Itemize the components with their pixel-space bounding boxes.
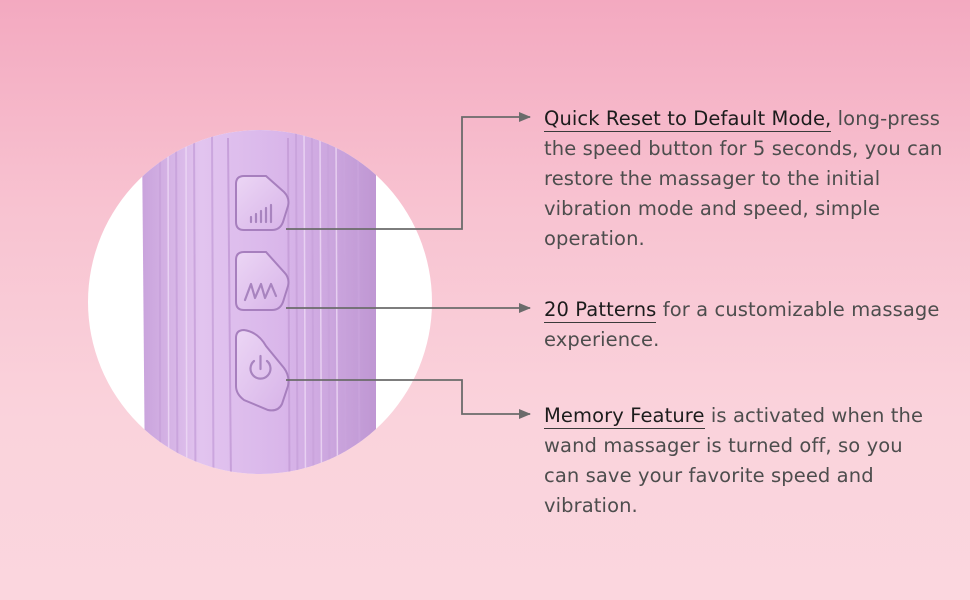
connector-lines [286, 112, 531, 419]
feature-quick-reset: Quick Reset to Default Mode, long-press … [544, 104, 944, 254]
power-icon [249, 354, 272, 380]
wave-pattern-icon [243, 282, 278, 302]
speed-bars-icon [249, 203, 273, 224]
speed-button[interactable] [235, 175, 290, 231]
connector-speed [286, 112, 531, 230]
feature-memory: Memory Feature is activated when the wan… [544, 401, 944, 521]
feature-description: is activated when the wand massager is t… [544, 404, 924, 517]
feature-patterns: 20 Patterns for a customizable massage e… [544, 295, 944, 355]
pattern-button[interactable] [235, 251, 290, 311]
feature-title: Quick Reset to Default Mode, [544, 107, 832, 132]
feature-description: for a customizable massage experience. [544, 298, 940, 351]
power-button[interactable] [235, 328, 290, 412]
connector-memory [286, 379, 531, 419]
feature-title: Memory Feature [544, 404, 705, 429]
feature-title: 20 Patterns [544, 298, 657, 323]
feature-description: long-press the speed button for 5 second… [544, 107, 943, 250]
